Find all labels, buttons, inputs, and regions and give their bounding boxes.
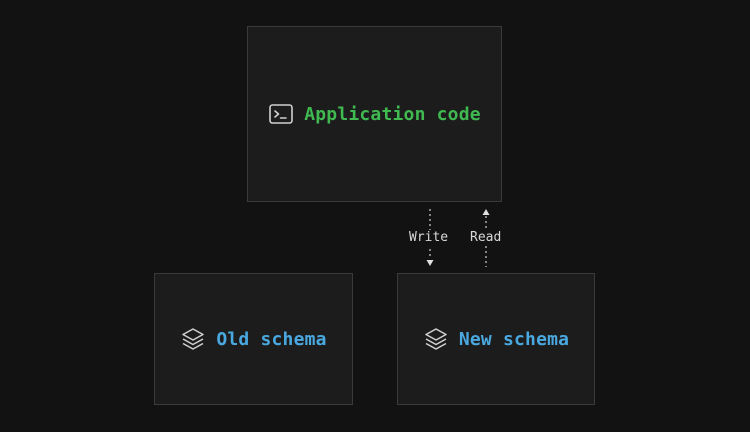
application-code-node: Application code: [247, 26, 502, 202]
old-schema-label: Old schema: [216, 328, 327, 350]
read-edge-label: Read: [468, 230, 504, 246]
arrowhead-up-icon: [482, 209, 490, 215]
new-schema-node: New schema: [397, 273, 595, 405]
old-schema-node: Old schema: [154, 273, 353, 405]
application-code-label: Application code: [304, 103, 481, 125]
arrowhead-down-icon: [426, 260, 434, 266]
terminal-icon: [268, 101, 294, 127]
layers-icon: [423, 326, 449, 352]
new-schema-label: New schema: [458, 328, 570, 350]
write-edge-label: Write: [407, 230, 451, 246]
layers-icon: [180, 326, 206, 352]
